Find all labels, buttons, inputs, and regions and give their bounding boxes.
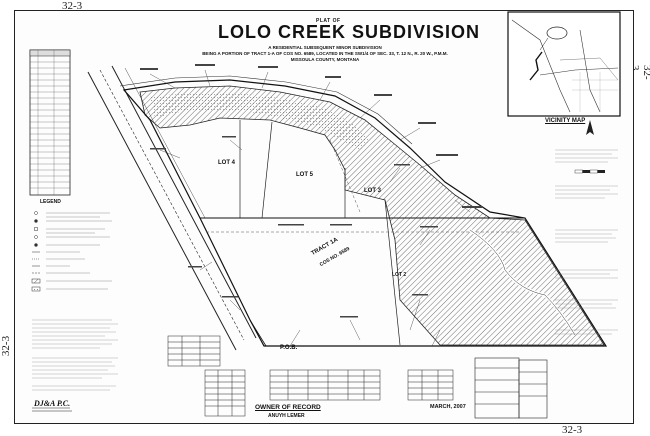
firm-name: DJ&A P.C. <box>34 399 71 408</box>
pob-label: P.O.B. <box>280 345 298 351</box>
corner-label-top-left: 32-3 <box>62 0 83 12</box>
firm-logo <box>32 407 72 412</box>
radius-table <box>204 369 246 417</box>
vicinity-map <box>507 11 621 117</box>
legend-label: LEGEND <box>40 199 61 205</box>
corner-label-bottom-right: 32-3 <box>562 424 583 436</box>
owner-name: ANUYH LEMER <box>268 413 305 419</box>
subtitle-line-3: MISSOULA COUNTY, MONTANA <box>290 57 360 62</box>
subtitle-line-2: BEING A PORTION OF TRACT 1-A OF COS NO. … <box>202 51 448 56</box>
owner-of-record-label: OWNER OF RECORD <box>255 404 321 411</box>
plat-of-label: PLAT OF <box>316 18 341 24</box>
curve-table <box>269 369 381 401</box>
legend-panel <box>31 211 118 391</box>
lot-5-label: LOT 5 <box>296 172 314 178</box>
subtitle-line-1: A RESIDENTIAL SUBSEQUENT MINOR SUBDIVISI… <box>268 45 382 50</box>
vicinity-map-label: VICINITY MAP <box>545 118 586 124</box>
annotation-text-blocks <box>140 64 482 318</box>
page-title: LOLO CREEK SUBDIVISION <box>218 22 481 42</box>
line-table-bottom <box>407 369 454 401</box>
plat-date: MARCH, 2007 <box>430 404 466 410</box>
curve-table-small <box>167 335 221 367</box>
lot-3-label: LOT 3 <box>364 188 382 194</box>
north-arrow-scale <box>574 120 605 174</box>
line-table <box>29 49 71 196</box>
certificate-lines <box>555 149 618 335</box>
parcel-boundary <box>119 75 608 347</box>
sheet-title-block <box>474 357 548 419</box>
lot-2-label: LOT 2 <box>392 272 407 278</box>
highway-strip <box>87 65 257 351</box>
lot-4-label: LOT 4 <box>218 160 236 166</box>
